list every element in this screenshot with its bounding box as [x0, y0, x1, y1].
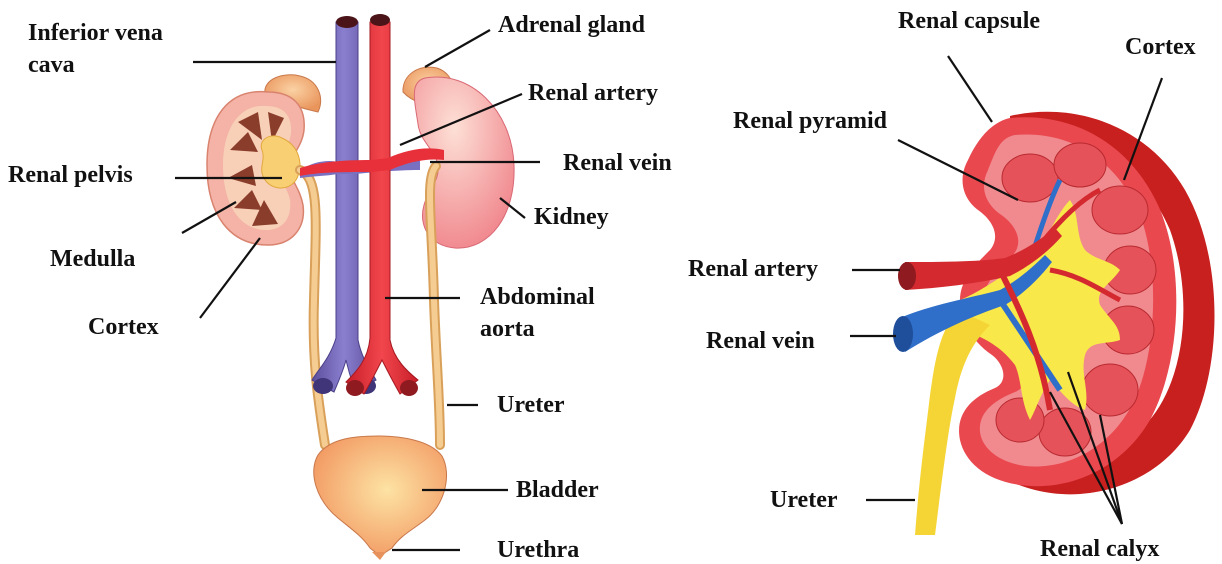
urethra	[372, 552, 386, 560]
left-urinary-system: Inferior vena cava Adrenal gland Renal a…	[8, 12, 672, 563]
bladder	[314, 436, 447, 556]
label-renal-vein-left: Renal vein	[563, 150, 672, 176]
label-renal-vein-right: Renal vein	[706, 328, 815, 354]
label-inferior-vena-cava-line2: cava	[28, 52, 75, 78]
label-cortex-right: Cortex	[1125, 34, 1196, 60]
label-inferior-vena-cava-line1: Inferior vena	[28, 20, 163, 46]
label-renal-artery-left: Renal artery	[528, 80, 658, 106]
label-cortex-left: Cortex	[88, 314, 159, 340]
right-kidney-cross-section: Renal capsule Cortex Renal pyramid Renal…	[688, 8, 1215, 562]
label-renal-capsule: Renal capsule	[898, 8, 1040, 34]
label-ureter-left: Ureter	[497, 392, 565, 418]
label-adrenal-gland: Adrenal gland	[498, 12, 646, 38]
label-kidney: Kidney	[534, 204, 609, 230]
label-urethra: Urethra	[497, 537, 579, 563]
label-abdominal-aorta-line1: Abdominal	[480, 284, 595, 310]
label-medulla: Medulla	[50, 246, 135, 272]
left-kidney-section	[207, 92, 304, 245]
label-abdominal-aorta-line2: aorta	[480, 316, 535, 342]
label-renal-pyramid: Renal pyramid	[733, 108, 888, 134]
label-bladder: Bladder	[516, 477, 599, 503]
label-renal-calyx: Renal calyx	[1040, 536, 1159, 562]
label-renal-pelvis: Renal pelvis	[8, 162, 133, 188]
label-renal-artery-right: Renal artery	[688, 256, 818, 282]
label-ureter-right: Ureter	[770, 487, 838, 513]
